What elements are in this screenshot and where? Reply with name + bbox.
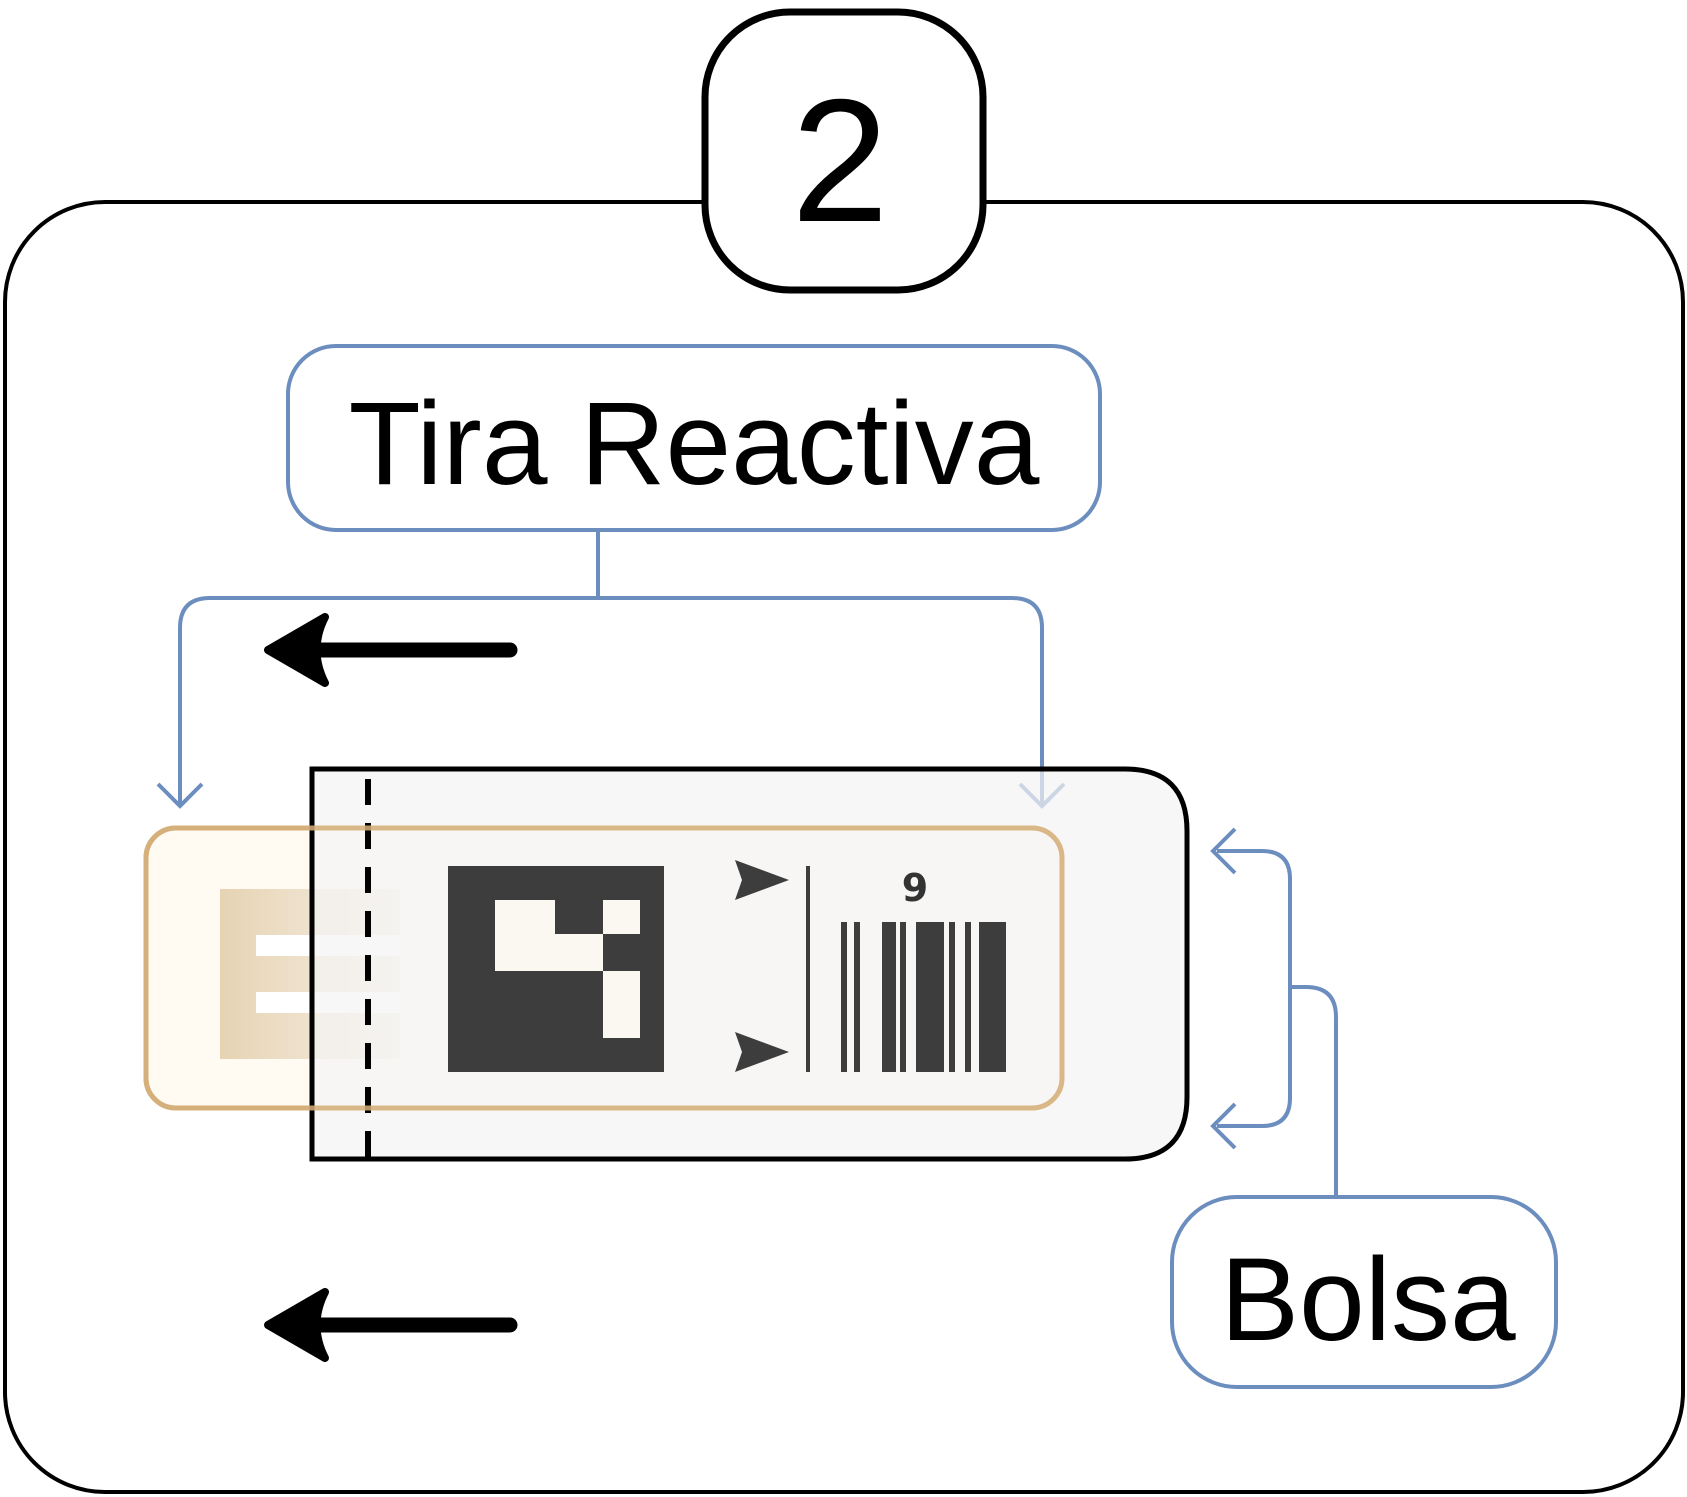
- strip-barcode: 9: [841, 866, 1006, 1072]
- test-strip-border: [143, 825, 1065, 1111]
- strip-data-matrix: [448, 866, 664, 1072]
- step-number: 2: [791, 64, 888, 259]
- strip-callout: Tira Reactiva: [286, 344, 1102, 532]
- barcode-digit: 9: [902, 866, 928, 910]
- insert-direction-chevrons: [735, 860, 810, 1072]
- arrow-left-bottom: [264, 1288, 518, 1362]
- pouch-label: Bolsa: [1220, 1234, 1516, 1366]
- strip-label: Tira Reactiva: [349, 378, 1040, 510]
- pouch-connectors: [1210, 827, 1338, 1197]
- arrow-left-top: [264, 613, 518, 687]
- pouch-callout: Bolsa: [1170, 1195, 1558, 1389]
- step-badge: 2: [701, 8, 987, 294]
